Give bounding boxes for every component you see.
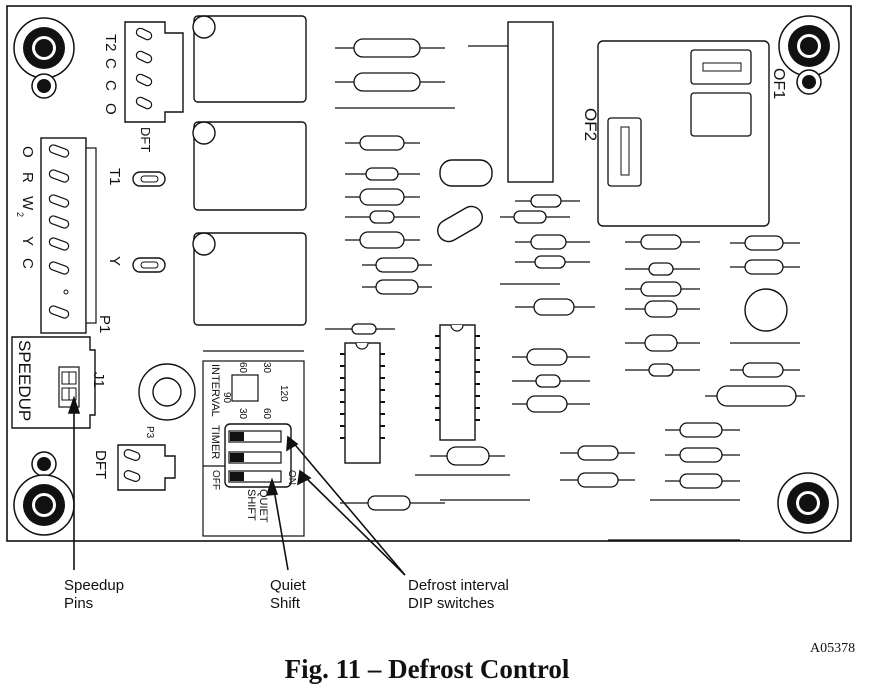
- callout-arrows: [67, 395, 406, 576]
- terminal-label-t2: T2: [102, 34, 119, 52]
- dip-switch-quiet-shift[interactable]: [228, 470, 282, 483]
- mounting-hole-top-right: [778, 15, 840, 95]
- callout-speedup-line2: Pins: [64, 595, 93, 612]
- interval-value-60: 60: [237, 362, 248, 374]
- dft-top-label: DFT: [138, 127, 153, 152]
- p1-label: P1: [96, 315, 113, 333]
- y-pin-label: Y: [106, 256, 123, 266]
- resistor-group: [325, 38, 805, 541]
- callout-speedup-line1: Speedup: [64, 577, 124, 594]
- interval-value-90: 90: [221, 392, 232, 404]
- top-terminal-connector: [124, 21, 184, 123]
- terminal-label-o-left: O: [19, 146, 36, 158]
- relay-1: [192, 15, 307, 103]
- interval-label: INTERVAL: [209, 364, 221, 417]
- t1-label: T1: [106, 168, 123, 186]
- dip-switch-1[interactable]: [228, 430, 282, 443]
- p3-component: [138, 363, 196, 421]
- terminal-label-c2: C: [102, 80, 119, 91]
- of2-label: OF2: [581, 108, 600, 141]
- speedup-label: SPEEDUP: [15, 340, 34, 421]
- relay-2: [192, 121, 307, 211]
- terminal-label-w: W: [19, 196, 36, 211]
- interval-value-30-lower: 30: [237, 408, 248, 420]
- terminal-label-o: O: [102, 103, 119, 115]
- round-capacitor: [744, 288, 788, 332]
- j1-label: J1: [90, 372, 107, 388]
- terminal-label-w-subscript: 2: [15, 212, 25, 217]
- dft-bottom-connector: [117, 444, 176, 491]
- p3-label: P3: [144, 426, 155, 439]
- ic-chip-left: [340, 342, 385, 464]
- interval-value-60-lower: 60: [261, 408, 272, 420]
- oscillator-2: [437, 205, 483, 243]
- reference-code: A05378: [810, 641, 855, 656]
- oscillator-1: [439, 159, 493, 187]
- large-capacitor: [507, 21, 554, 183]
- terminal-label-r: R: [19, 172, 36, 183]
- shift-label: SHIFT: [245, 489, 257, 521]
- ic-chip-right: [435, 324, 480, 441]
- terminal-label-y: Y: [19, 236, 36, 246]
- callout-quiet-line2: Shift: [270, 595, 301, 612]
- mounting-hole-bottom-left: [13, 451, 75, 536]
- timer-label: TIMER: [209, 425, 221, 459]
- mounting-hole-top-left: [13, 17, 75, 99]
- off-label: OFF: [210, 470, 221, 490]
- terminal-label-c: C: [19, 258, 36, 269]
- callout-defrost-line2: DIP switches: [408, 595, 494, 612]
- relay-3: [192, 232, 307, 326]
- dft-bottom-label: DFT: [92, 450, 109, 479]
- mounting-hole-bottom-right: [777, 472, 839, 534]
- callout-defrost-line1: Defrost interval: [408, 577, 509, 594]
- of1-label: OF1: [770, 68, 787, 99]
- figure-caption: Fig. 11 – Defrost Control: [285, 654, 570, 684]
- callout-quiet-line1: Quiet: [270, 577, 307, 594]
- on-label: ON: [286, 470, 297, 485]
- interval-value-120: 120: [278, 385, 289, 402]
- quiet-label: QUIET: [257, 489, 269, 523]
- p1-terminal-block: [40, 137, 97, 334]
- interval-value-30: 30: [261, 362, 272, 374]
- of-relay-block: [597, 40, 770, 227]
- dip-switch-2[interactable]: [228, 451, 282, 464]
- terminal-label-c1: C: [102, 58, 119, 69]
